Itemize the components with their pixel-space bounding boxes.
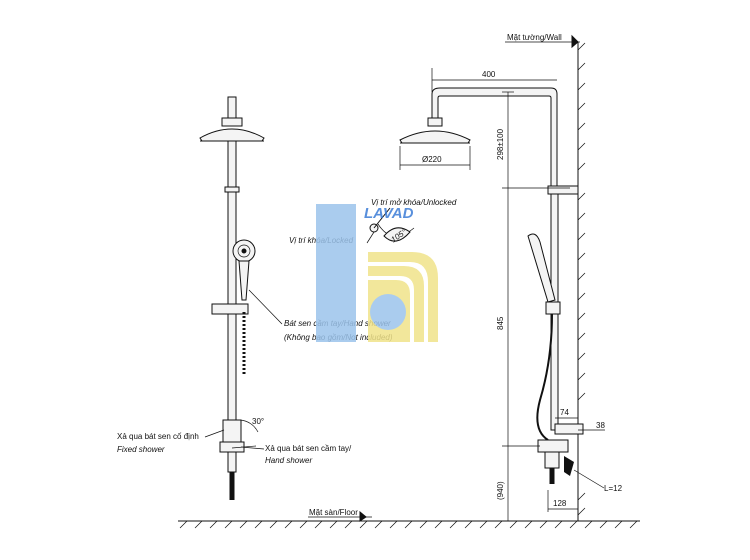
lock-lever-closed [383, 227, 411, 242]
side-hand-holder [545, 301, 561, 315]
front-upper-pipe [227, 140, 237, 188]
unlocked-label: Vị trí mở khóa/Unlocked [371, 198, 457, 207]
front-angle-label: 30° [252, 417, 264, 426]
floor-label: Mặt sàn/Floor [309, 508, 358, 517]
side-view: 400 Ø220 298±100 845 (940) 74 38 L=12 12… [399, 68, 623, 521]
side-mixer-top [554, 423, 584, 435]
front-mixer-body [222, 419, 242, 443]
side-head-neck [427, 117, 443, 127]
wall-marker-icon [571, 34, 579, 49]
dim-220: Ø220 [422, 155, 442, 164]
logo-blue-circle [370, 294, 406, 330]
floor-marker-icon [359, 510, 367, 522]
side-mixer-body [537, 439, 569, 453]
side-top-arm [431, 87, 558, 187]
dim-128: 128 [553, 499, 567, 508]
front-spout [227, 451, 237, 473]
front-top-stub [227, 96, 237, 120]
side-inlet [564, 456, 574, 476]
wall-hatch [577, 42, 586, 516]
fixed-shower-en: Fixed shower [117, 445, 165, 454]
dim-400: 400 [482, 70, 496, 79]
front-angle-arc [239, 419, 259, 433]
side-hand-shower [527, 233, 556, 303]
dim-74: 74 [560, 408, 569, 417]
front-hand-shower-handle [238, 260, 250, 301]
logo-blue-bar [316, 204, 356, 342]
watermark-logo: LAVAD [316, 204, 438, 342]
front-head-neck [221, 117, 243, 127]
side-wall-bracket [547, 185, 579, 195]
lock-lever-open [373, 207, 391, 229]
hand-shower-flow-vn: Xả qua bát sen cầm tay/ [265, 444, 352, 453]
dim-l-leader [573, 469, 605, 489]
fixed-shower-vn: Xả qua bát sen cố định [117, 432, 199, 441]
dim-940: (940) [496, 481, 505, 500]
logo-text: LAVAD [364, 205, 414, 222]
hand-shower-flow-en: Hand shower [265, 456, 312, 465]
dim-38: 38 [596, 421, 605, 430]
side-shower-head [399, 130, 471, 144]
front-shower-head [199, 128, 265, 142]
dim-298: 298±100 [496, 128, 505, 160]
floor-hatch [179, 520, 638, 529]
dim-l: L=12 [604, 484, 623, 493]
floor-group: Mặt sàn/Floor [178, 508, 640, 529]
side-hose [536, 313, 553, 441]
wall-label: Mặt tường/Wall [507, 33, 562, 42]
dim-845: 845 [496, 316, 505, 330]
front-hand-holder [211, 303, 249, 315]
wall-group: Mặt tường/Wall [505, 33, 586, 521]
side-mixer-lower [544, 451, 560, 469]
front-slider-collar [224, 186, 240, 193]
